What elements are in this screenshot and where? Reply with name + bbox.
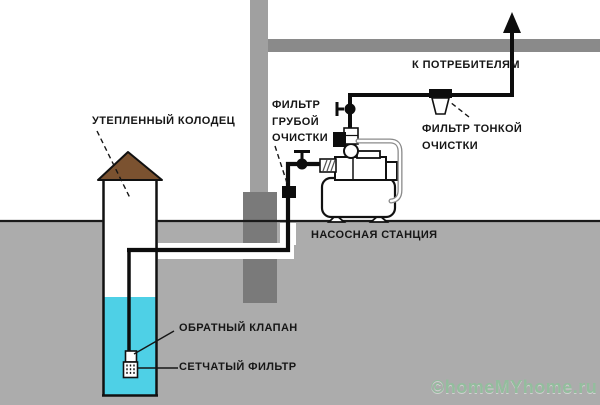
label-fine-filter-line1: ФИЛЬТР ТОНКОЙ: [422, 123, 523, 135]
pressure-switch-icon: [333, 132, 346, 147]
coarse-filter-icon: [282, 186, 296, 198]
inlet-valve-icon: [294, 150, 310, 170]
label-fine-filter: ФИЛЬТР ТОНКОЙ ОЧИСТКИ: [422, 121, 522, 155]
pump-tank: [320, 176, 397, 219]
pump-station: [319, 127, 398, 223]
label-check-valve: ОБРАТНЫЙ КЛАПАН: [179, 322, 298, 334]
label-coarse-filter-line3: ОЧИСТКИ: [272, 132, 329, 144]
label-coarse-filter-line1: ФИЛЬТР: [272, 99, 321, 111]
site-watermark: ©homeMYhome.ru: [431, 377, 598, 397]
outlet-valve-icon: [335, 102, 356, 116]
pump-cap: [356, 150, 381, 159]
pump-inlet-fitting: [319, 158, 337, 173]
pump-hose: [355, 138, 403, 204]
pipe-coupling: [343, 127, 359, 145]
flow-arrow-icon: [503, 12, 521, 33]
label-to-consumers: К ПОТРЕБИТЕЛЯМ: [412, 59, 520, 71]
well-roof: [97, 151, 163, 181]
label-coarse-filter-line2: ГРУБОЙ: [272, 115, 320, 128]
pump-valve-body: [343, 143, 359, 159]
label-pump-station: НАСОСНАЯ СТАНЦИЯ: [311, 229, 438, 241]
label-mesh-filter: СЕТЧАТЫЙ ФИЛЬТР: [179, 361, 297, 373]
ceiling-beam: [268, 39, 600, 52]
house-wall: [250, 0, 268, 192]
fine-filter-icon: [429, 89, 452, 115]
house-foundation: [243, 192, 277, 303]
label-insulated-well: УТЕПЛЕННЫЙ КОЛОДЕЦ: [92, 115, 236, 127]
pump-motor: [334, 156, 387, 181]
label-coarse-filter: ФИЛЬТР ГРУБОЙ ОЧИСТКИ: [272, 97, 328, 147]
label-fine-filter-line2: ОЧИСТКИ: [422, 140, 479, 152]
